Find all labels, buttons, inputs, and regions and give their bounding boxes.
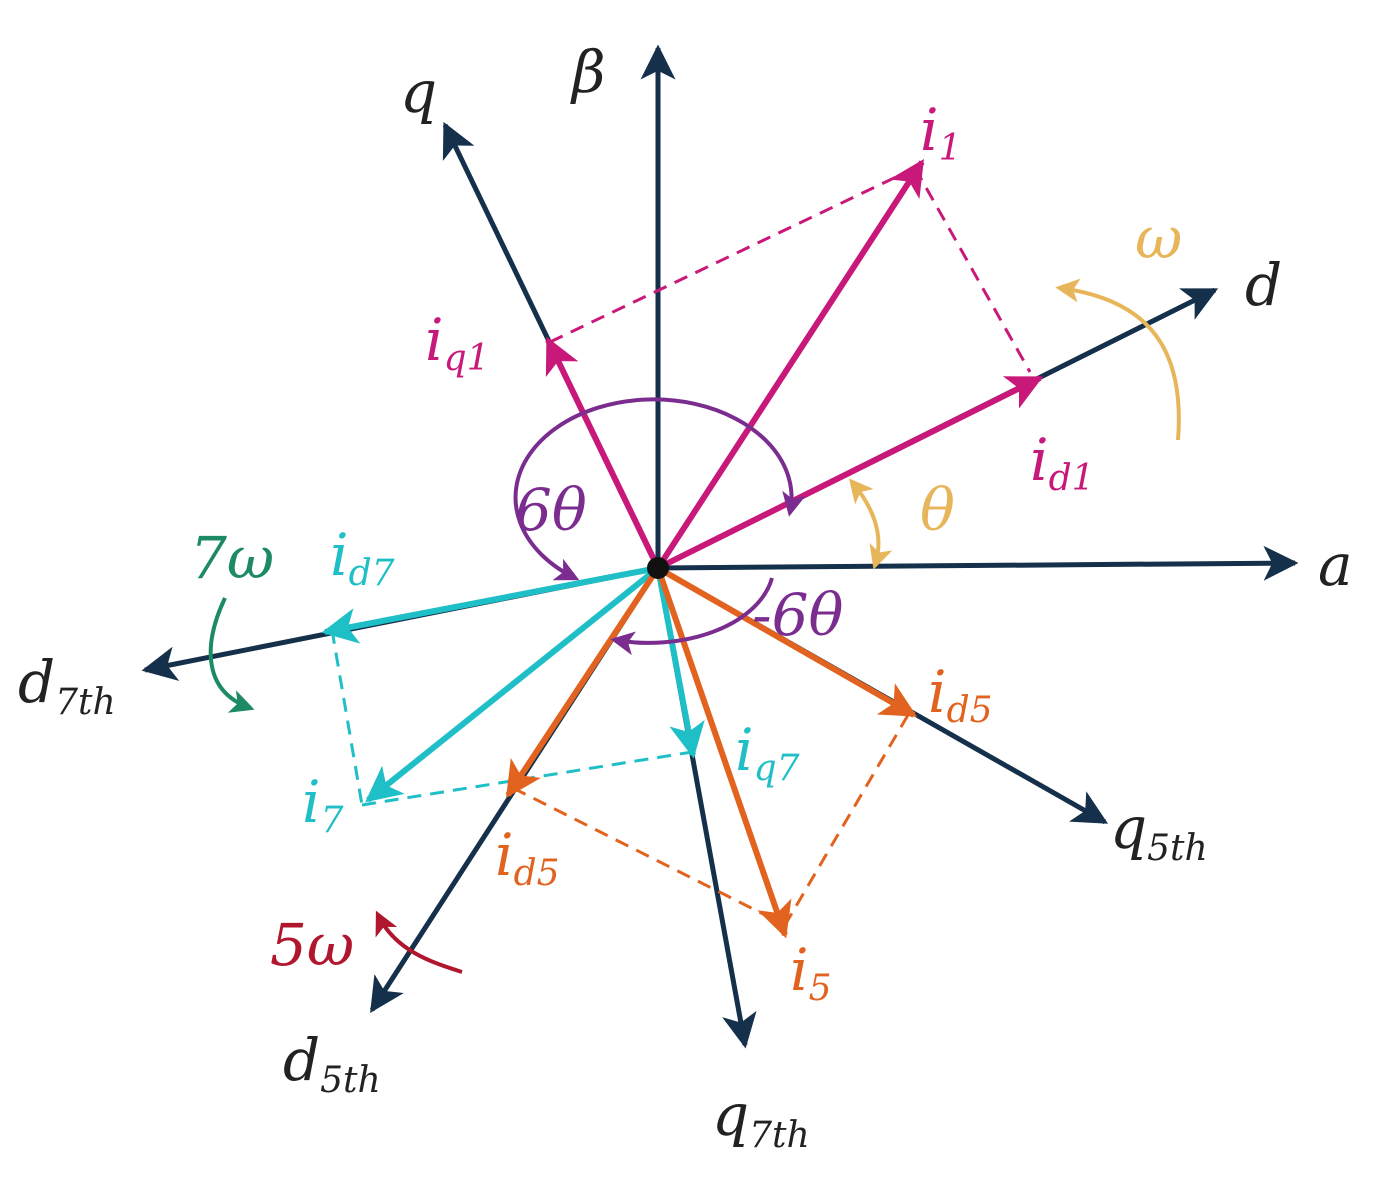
id5-left-vector: [505, 566, 661, 799]
iq7-label: iq7: [735, 716, 800, 789]
i7-label: i7: [302, 768, 344, 841]
a-axis: [657, 545, 1299, 581]
d-axis-label: d: [1245, 251, 1282, 319]
beta-axis-label: β: [570, 38, 606, 106]
dash-id5-i5-right: [783, 714, 910, 926]
six-theta-label: 6θ: [515, 476, 587, 544]
i5-label: i5: [790, 936, 831, 1009]
dash-i7-iq7: [361, 750, 693, 807]
a-axis-label: a: [1318, 531, 1353, 599]
omega-label: ω: [1135, 204, 1182, 272]
id7-label: id7: [330, 521, 395, 594]
minus-six-theta-arc: [610, 577, 774, 656]
seven-omega-label: 7ω: [190, 524, 274, 592]
d5th-axis-label: d5th: [283, 1026, 381, 1101]
dash-i1-id1: [913, 167, 1032, 373]
q5th-axis-label: q5th: [1110, 794, 1208, 869]
id1-label: id1: [1030, 426, 1095, 499]
d7th-axis-label: d7th: [18, 648, 116, 723]
i5-vector: [655, 567, 792, 939]
five-omega-rotation-arc: [375, 910, 463, 974]
i1-label: i1: [920, 96, 961, 169]
five-omega-label: 5ω: [270, 911, 354, 979]
id1-vector: [656, 375, 1044, 571]
omega-rotation-arc: [1055, 278, 1181, 441]
six-theta-arc: [513, 397, 806, 581]
q-axis-label: q: [400, 58, 437, 126]
minus-six-theta-label: -6θ: [752, 581, 843, 649]
seven-omega-rotation-arc: [208, 597, 255, 713]
iq1-label: iq1: [425, 306, 490, 379]
q7th-axis-label: q7th: [712, 1081, 810, 1156]
i7-vector: [365, 565, 660, 803]
origin-point: [647, 557, 669, 579]
dash-id7-i7: [330, 629, 364, 806]
id5-right-vector: [656, 565, 918, 718]
theta-label: θ: [920, 476, 955, 544]
id5-left-label: id5: [495, 821, 560, 894]
theta-arc: [848, 478, 893, 570]
iq7-vector: [655, 567, 705, 759]
dash-id5-i5: [512, 786, 786, 927]
id5-right-label: id5: [928, 658, 993, 731]
